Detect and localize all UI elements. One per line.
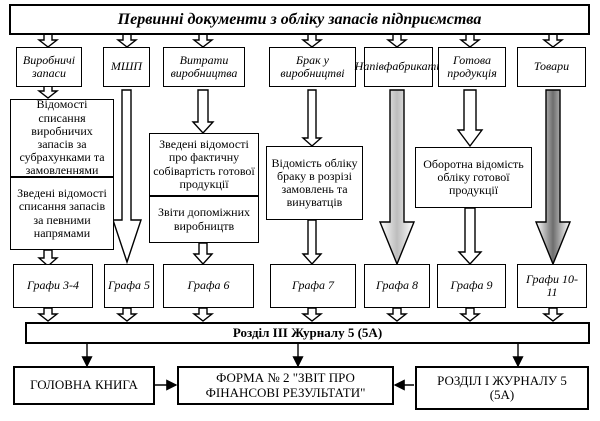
col7-long-arrow (534, 89, 572, 266)
category-finished-goods: Готова продукція (438, 47, 506, 87)
graf-7: Графа 7 (270, 264, 356, 308)
graf-arrows (36, 307, 565, 322)
top-title: Первинні документи з обліку запасів підп… (9, 4, 590, 35)
statement-writeoff-subaccounts: Відомості списання виробничих запасів за… (10, 98, 114, 177)
category-production-stocks: Виробничі запаси (16, 47, 82, 87)
top-arrow-7 (541, 33, 565, 48)
top-arrow-6 (458, 33, 482, 48)
graf-5: Графа 5 (104, 264, 154, 308)
graf-10-11: Графи 10-11 (517, 264, 587, 308)
statement-defects: Відомість обліку браку в розрізі замовле… (266, 146, 363, 220)
category-goods: Товари (517, 47, 586, 87)
col5-long-arrow (378, 89, 416, 266)
category-mshp: МШП (103, 47, 150, 87)
top-arrow-5 (385, 33, 409, 48)
statement-auxiliary-reports: Звіти допоміжних виробництв (149, 196, 259, 243)
form-2-financial-results: ФОРМА № 2 "ЗВІТ ПРО ФІНАНСОВІ РЕЗУЛЬТАТИ… (177, 366, 394, 405)
graf-3-4: Графи 3-4 (13, 264, 93, 308)
top-arrow-3 (191, 33, 215, 48)
statement-summary-writeoff: Зведені відомості списання запасів за пе… (10, 177, 114, 250)
section-connectors (81, 344, 524, 391)
col4-arrows (301, 89, 323, 266)
col2-long-arrow (112, 89, 142, 265)
general-ledger: ГОЛОВНА КНИГА (13, 366, 155, 405)
category-defects: Брак у виробництві (269, 47, 356, 87)
statement-turnover: Оборотна відомість обліку готової продук… (415, 147, 532, 208)
top-arrow-2 (115, 33, 139, 48)
col3-arrows (191, 89, 215, 266)
graf-9: Графа 9 (437, 264, 506, 308)
col6-arrows (456, 89, 484, 266)
section-i-journal-5: РОЗДІЛ І ЖУРНАЛУ 5 (5А) (415, 366, 589, 410)
statement-actual-cost: Зведені відомості про фактичну собіварті… (149, 133, 259, 196)
category-production-costs: Витрати виробництва (163, 47, 245, 87)
graf-6: Графа 6 (163, 264, 254, 308)
top-arrow-1 (36, 33, 60, 48)
graf-8: Графа 8 (364, 264, 430, 308)
top-arrow-4 (300, 33, 324, 48)
section-journal-5: Розділ ІІІ Журналу 5 (5А) (25, 322, 590, 344)
top-arrows (36, 33, 565, 48)
category-semi-finished: Напівфабрикати (355, 47, 442, 87)
